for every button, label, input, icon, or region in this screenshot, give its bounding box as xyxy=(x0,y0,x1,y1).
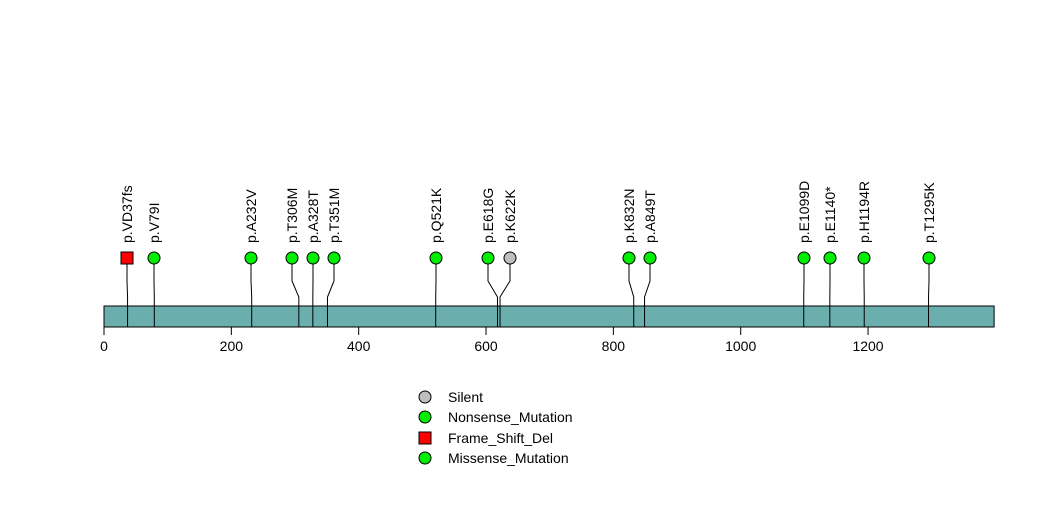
mutation-labels: p.VD37fs p.V79I p.A232V p.T306M p.A328T p.T35… xyxy=(119,181,937,243)
mutation-marker-circle[interactable] xyxy=(286,252,298,264)
mutation-label: p.K622K xyxy=(502,189,518,243)
mutation-markers xyxy=(121,252,935,264)
mutation-marker-circle[interactable] xyxy=(824,252,836,264)
legend: SilentNonsense_MutationFrame_Shift_DelMi… xyxy=(419,389,573,466)
mutation-label: p.E618G xyxy=(480,188,496,243)
legend-square-icon xyxy=(419,432,431,444)
mutation-label: p.VD37fs xyxy=(119,185,135,243)
legend-label: Missense_Mutation xyxy=(448,450,569,466)
mutation-label: p.E1099D xyxy=(796,181,812,243)
mutation-marker-circle[interactable] xyxy=(858,252,870,264)
mutation-marker-circle[interactable] xyxy=(328,252,340,264)
mutation-label: p.V79I xyxy=(146,203,162,243)
legend-circle-icon xyxy=(419,391,431,403)
mutation-marker-circle[interactable] xyxy=(623,252,635,264)
mutation-marker-circle[interactable] xyxy=(245,252,257,264)
x-tick-label: 400 xyxy=(347,338,371,354)
x-tick-label: 800 xyxy=(602,338,626,354)
mutation-marker-circle[interactable] xyxy=(504,252,516,264)
mutation-label: p.T1295K xyxy=(921,182,937,243)
x-tick-label: 0 xyxy=(100,338,108,354)
x-tick-label: 200 xyxy=(220,338,244,354)
mutation-marker-circle[interactable] xyxy=(482,252,494,264)
legend-label: Silent xyxy=(448,389,483,405)
mutation-marker-circle[interactable] xyxy=(644,252,656,264)
x-axis: 0 200 400 600 800 1000 1200 xyxy=(100,327,884,354)
legend-label: Frame_Shift_Del xyxy=(448,430,553,446)
x-tick-label: 1000 xyxy=(725,338,756,354)
mutation-marker-circle[interactable] xyxy=(148,252,160,264)
legend-circle-icon xyxy=(419,452,431,464)
mutation-label: p.E1140* xyxy=(822,186,838,243)
mutation-label: p.T351M xyxy=(326,188,342,243)
mutation-marker-circle[interactable] xyxy=(430,252,442,264)
mutation-marker-circle[interactable] xyxy=(307,252,319,264)
protein-bar xyxy=(104,306,994,327)
mutation-label: p.H1194R xyxy=(856,181,872,243)
mutation-label: p.Q521K xyxy=(428,187,444,243)
x-tick-label: 1200 xyxy=(852,338,883,354)
mutation-stem xyxy=(127,258,128,327)
x-tick-label: 600 xyxy=(474,338,498,354)
mutation-label: p.T306M xyxy=(284,188,300,243)
mutation-marker-circle[interactable] xyxy=(798,252,810,264)
mutation-label: p.A232V xyxy=(243,189,259,243)
mutation-marker-square[interactable] xyxy=(121,252,133,264)
legend-label: Nonsense_Mutation xyxy=(448,409,573,425)
mutation-label: p.A849T xyxy=(642,190,658,243)
mutation-label: p.K832N xyxy=(621,189,637,243)
legend-circle-icon xyxy=(419,411,431,423)
mutation-marker-circle[interactable] xyxy=(923,252,935,264)
mutation-label: p.A328T xyxy=(305,190,321,243)
